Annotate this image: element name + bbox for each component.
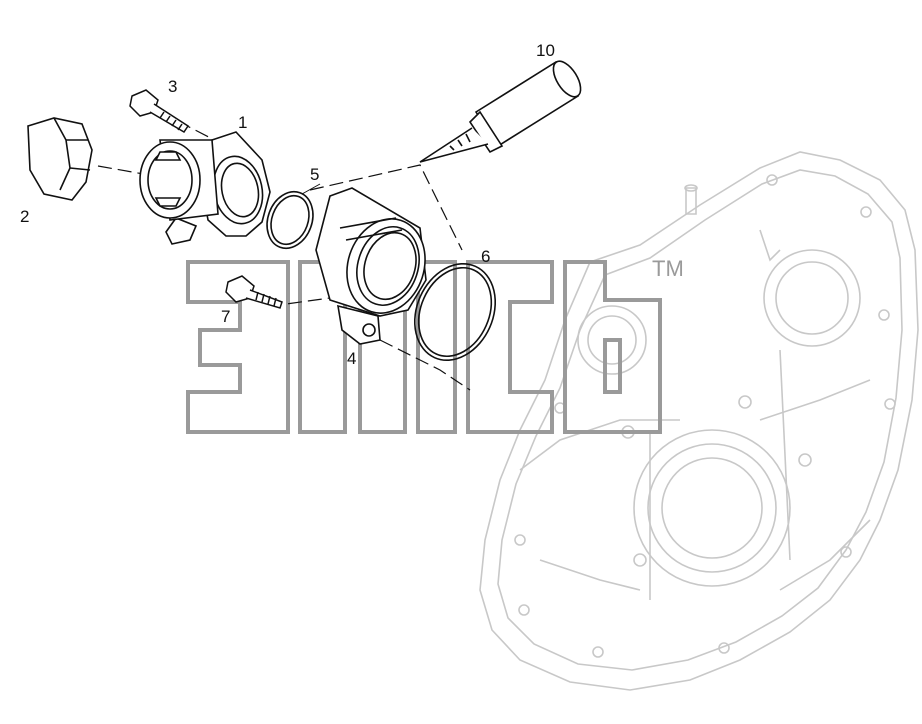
callout-2: 2: [20, 207, 29, 226]
callout-10: 10: [536, 41, 555, 60]
callout-7: 7: [221, 307, 230, 326]
callout-leaders: [301, 183, 321, 195]
part-3-bolt: [129, 89, 190, 134]
part-1-thermostat-housing: [139, 131, 271, 245]
callout-5: 5: [310, 165, 319, 184]
part-10-sealant-tube: [419, 60, 582, 163]
watermark-trademark: TM: [652, 256, 684, 281]
callout-labels: 1 2 3 4 5 6 7 10: [20, 41, 555, 368]
engine-timing-housing: [479, 151, 919, 691]
watermark-logo: [186, 260, 662, 434]
part-6-o-ring: [413, 262, 497, 362]
callout-6: 6: [481, 247, 490, 266]
callout-4: 4: [347, 349, 356, 368]
part-4-outlet-housing: [315, 187, 427, 345]
part-2-cap: [27, 117, 93, 201]
part-5-o-ring: [266, 190, 314, 250]
callout-3: 3: [168, 77, 177, 96]
callout-1: 1: [238, 113, 247, 132]
part-7-bolt: [225, 275, 283, 309]
